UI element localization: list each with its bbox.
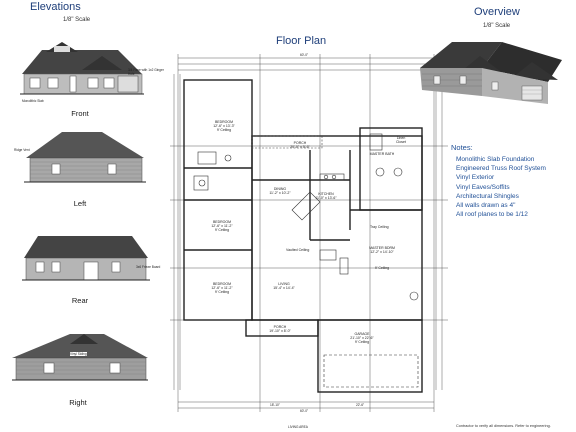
left-label: Left [73, 199, 87, 208]
dim-bottom-right: 22'-6" [356, 403, 365, 407]
elevations-scale: 1/8" Scale [63, 17, 91, 23]
note-item: Engineered Truss Roof System [456, 165, 546, 173]
room-master-bath: MASTER BATH [369, 152, 395, 156]
overview-3d-drawing [412, 38, 574, 108]
note-item: Vinyl Eaves/Soffits [456, 183, 510, 191]
note-item: All walls drawn as 4" [456, 201, 516, 209]
front-label: Front [71, 109, 89, 118]
dim-bottom-left: 18'-10" [270, 403, 280, 407]
right-elevation-drawing [10, 330, 150, 386]
rear-note: 3x6 Frieze Board [136, 265, 161, 269]
note-item: Monolithic Slab Foundation [456, 156, 535, 163]
front-note-bottom: Monolithic Slab [22, 99, 44, 103]
notes-list: Monolithic Slab Foundation Engineered Tr… [451, 156, 573, 218]
overview-title: Overview [474, 6, 520, 18]
right-note: Vinyl Siding [70, 352, 87, 356]
note-item: Vinyl Exterior [456, 174, 495, 182]
room-tray-ceiling: Tray Ceiling [370, 225, 389, 229]
elevations-title: Elevations [30, 1, 81, 13]
footer-note: Contractor to verify all dimensions. Ref… [456, 424, 551, 428]
front-elevation-drawing [18, 40, 146, 98]
room-vaulted-ceiling: Vaulted Ceiling [286, 248, 310, 252]
right-label: Right [69, 398, 87, 407]
room-linen-closet: Linen Closet [396, 136, 406, 144]
dim-bottom: 60'-0" [300, 409, 309, 413]
note-item: All roof planes to be 1/12 [456, 211, 528, 219]
overview-scale: 1/8" Scale [483, 23, 511, 29]
front-note-right: 3/4 Pane with 1x2 Ginger Hole [128, 68, 164, 76]
note-item: Architectural Shingles [456, 192, 519, 200]
dim-top: 60'-0" [300, 53, 309, 57]
floor-plan-bottom-label: LIVING AREA [288, 425, 308, 429]
floor-plan-drawing [170, 50, 448, 422]
left-elevation-drawing [22, 128, 148, 186]
rear-elevation-drawing [22, 230, 150, 284]
floor-plan-title: Floor Plan [276, 35, 327, 47]
notes-panel: Notes: Monolithic Slab Foundation Engine… [451, 143, 573, 220]
rear-label: Rear [71, 296, 89, 305]
left-note: Ridge Vent [14, 148, 30, 152]
notes-title: Notes: [451, 143, 473, 152]
